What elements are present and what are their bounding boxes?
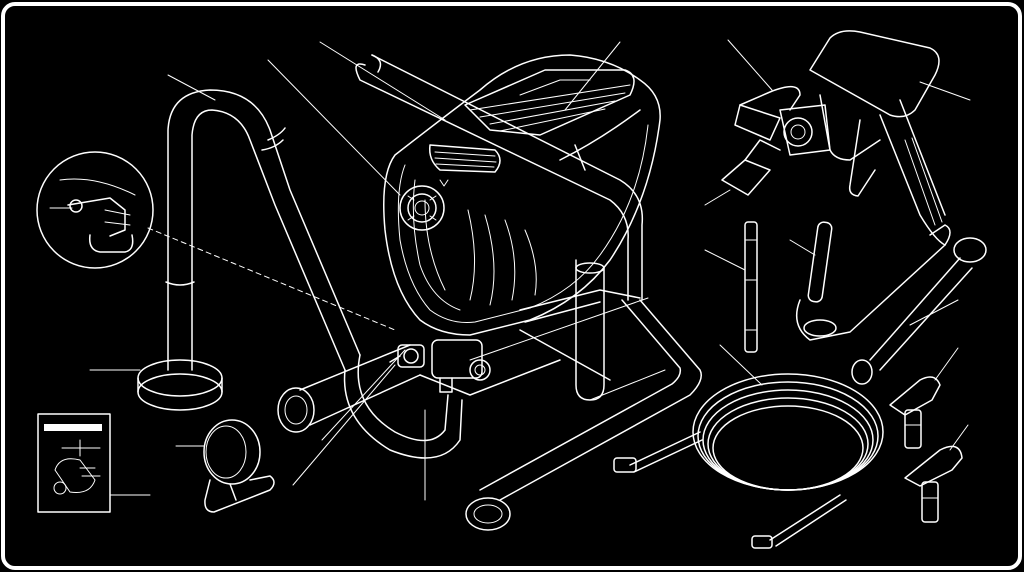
gun-extension-illustration [744,221,758,353]
leader-lines [49,39,971,501]
pressure-control-knob-illustration [399,179,449,231]
paint-sprayer-unit-illustration [383,54,661,336]
airless-hose-illustration [613,373,884,549]
spare-tip-guard-1-illustration [889,376,941,449]
pressure-gauge-adapter-illustration [203,419,275,513]
gun-filter-illustration [807,221,833,303]
spray-gun-illustration [721,30,951,341]
fluid-section-illustration [389,339,491,393]
stand-frame-illustration [277,54,702,531]
suction-return-tubes-illustration [137,89,463,459]
spare-tip-guard-2-illustration [904,445,963,523]
whip-hose-illustration [851,237,987,385]
instruction-booklet-illustration [37,413,111,513]
inlet-valve-detail-illustration [36,151,396,331]
